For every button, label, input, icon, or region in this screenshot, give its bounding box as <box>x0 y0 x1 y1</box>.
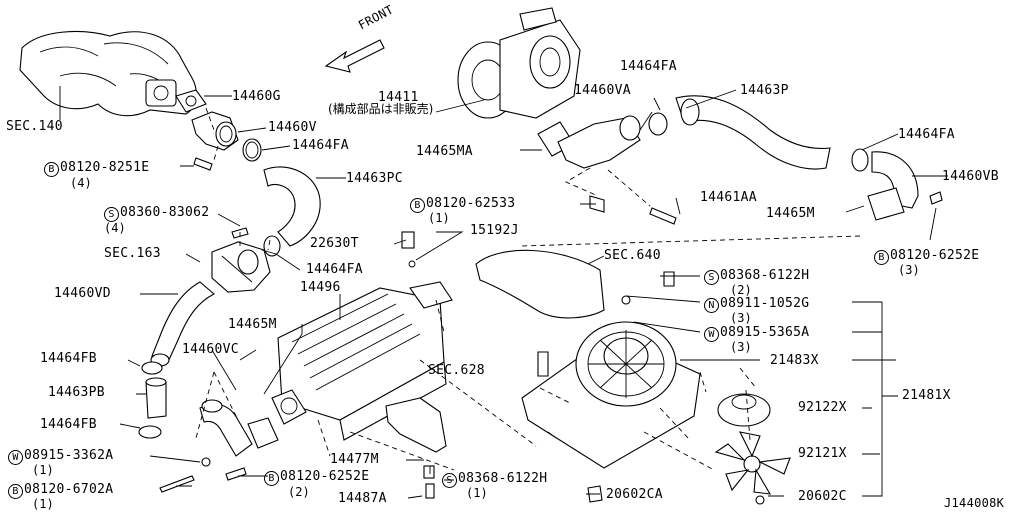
label-20602C: 20602C <box>798 489 847 504</box>
qty-8251E: (4) <box>70 176 92 190</box>
diagram-code: J144008K <box>944 496 1005 510</box>
nut-prefix-icon: N <box>704 298 719 313</box>
label-14487A: 14487A <box>338 491 387 506</box>
qty-6252E-b: (2) <box>288 485 310 499</box>
label-sec628: SEC.628 <box>428 363 485 378</box>
label-20602CA: 20602CA <box>606 487 663 502</box>
bolt-prefix-icon: B <box>44 162 59 177</box>
label-14464FA-a: 14464FA <box>292 138 349 153</box>
qty-83062: (4) <box>104 221 126 235</box>
label-22630T: 22630T <box>310 236 359 251</box>
label-14464FA-d: 14464FA <box>898 127 955 142</box>
washer-prefix-icon: W <box>704 327 719 342</box>
label-14463P: 14463P <box>740 83 789 98</box>
qty-6122H-a: (2) <box>730 283 752 297</box>
qty-6702A: (1) <box>32 497 54 511</box>
washer-prefix-icon: W <box>8 450 23 465</box>
label-sec640: SEC.640 <box>604 248 661 263</box>
label-sec140: SEC.140 <box>6 119 63 134</box>
qty-6122H-b: (1) <box>466 486 488 500</box>
fan-shroud-21483X <box>521 321 701 469</box>
hose-14463PC <box>263 166 321 247</box>
duct-15192J <box>475 249 605 319</box>
clamp-14464FA-b <box>263 235 281 257</box>
screw-prefix-icon: S <box>442 473 457 488</box>
label-92122X: 92122X <box>798 400 847 415</box>
front-arrow-icon <box>324 39 385 73</box>
fan-92121X <box>714 431 791 495</box>
label-14411-note: (構成部品は非販売) <box>328 102 434 116</box>
hose-14463PB <box>145 381 167 419</box>
label-14464FB-a: 14464FB <box>40 351 97 366</box>
label-14460VB: 14460VB <box>942 169 999 184</box>
intake-manifold <box>19 31 197 117</box>
qty-62533: (1) <box>428 211 450 225</box>
sensor-22630T <box>401 231 415 249</box>
elbow-14460V <box>191 111 239 151</box>
bracket-sec628 <box>385 397 447 453</box>
bolt-prefix-icon: B <box>410 198 425 213</box>
clamp-14464FB-b <box>138 425 162 439</box>
label-14463PB: 14463PB <box>48 385 105 400</box>
label-14464FA-b: 14464FA <box>306 262 363 277</box>
qty-6252E-a: (3) <box>898 263 920 277</box>
label-14460VD: 14460VD <box>54 286 111 301</box>
gasket-14460G <box>175 89 207 113</box>
label-14460V: 14460V <box>268 120 317 135</box>
intercooler-14496 <box>271 281 453 441</box>
label-14477M: 14477M <box>330 452 379 467</box>
label-14460G: 14460G <box>232 89 281 104</box>
bolt-prefix-icon: B <box>874 250 889 265</box>
qty-5365A: (3) <box>730 340 752 354</box>
screw-prefix-icon: S <box>704 270 719 285</box>
hose-14463P <box>675 95 831 170</box>
clamp-14464FA-d <box>851 148 869 172</box>
qty-1052G: (3) <box>730 311 752 325</box>
label-14464FB-b: 14464FB <box>40 417 97 432</box>
throttle-chamber <box>211 241 271 293</box>
label-14465M-a: 14465M <box>766 206 815 221</box>
label-15192J: 15192J <box>470 223 519 238</box>
label-92121X: 92121X <box>798 446 847 461</box>
label-14465M-b: 14465M <box>228 317 277 332</box>
screw-prefix-icon: S <box>104 207 119 222</box>
label-21481X: 21481X <box>902 388 951 403</box>
clamp-14464FB-a <box>141 361 163 375</box>
turbocharger-14411 <box>457 7 581 119</box>
label-14465MA: 14465MA <box>416 144 473 159</box>
bolt-prefix-icon: B <box>264 471 279 486</box>
label-14411: 14411 <box>378 90 419 105</box>
label-14463PC: 14463PC <box>346 171 403 186</box>
elbow-14460VB <box>871 151 919 209</box>
fan-coupling-92122X <box>717 393 771 427</box>
elbow-14460VA <box>557 117 641 169</box>
bolt-prefix-icon: B <box>8 484 23 499</box>
clamp-14464FA-c <box>648 112 668 136</box>
label-14460VC: 14460VC <box>182 342 239 357</box>
qty-3362A: (1) <box>32 463 54 477</box>
label-14496: 14496 <box>300 280 341 295</box>
label-sec163: SEC.163 <box>104 246 161 261</box>
label-14464FA-c: 14464FA <box>620 59 677 74</box>
label-14460VA: 14460VA <box>574 83 631 98</box>
label-21483X: 21483X <box>770 353 819 368</box>
label-14461AA: 14461AA <box>700 190 757 205</box>
